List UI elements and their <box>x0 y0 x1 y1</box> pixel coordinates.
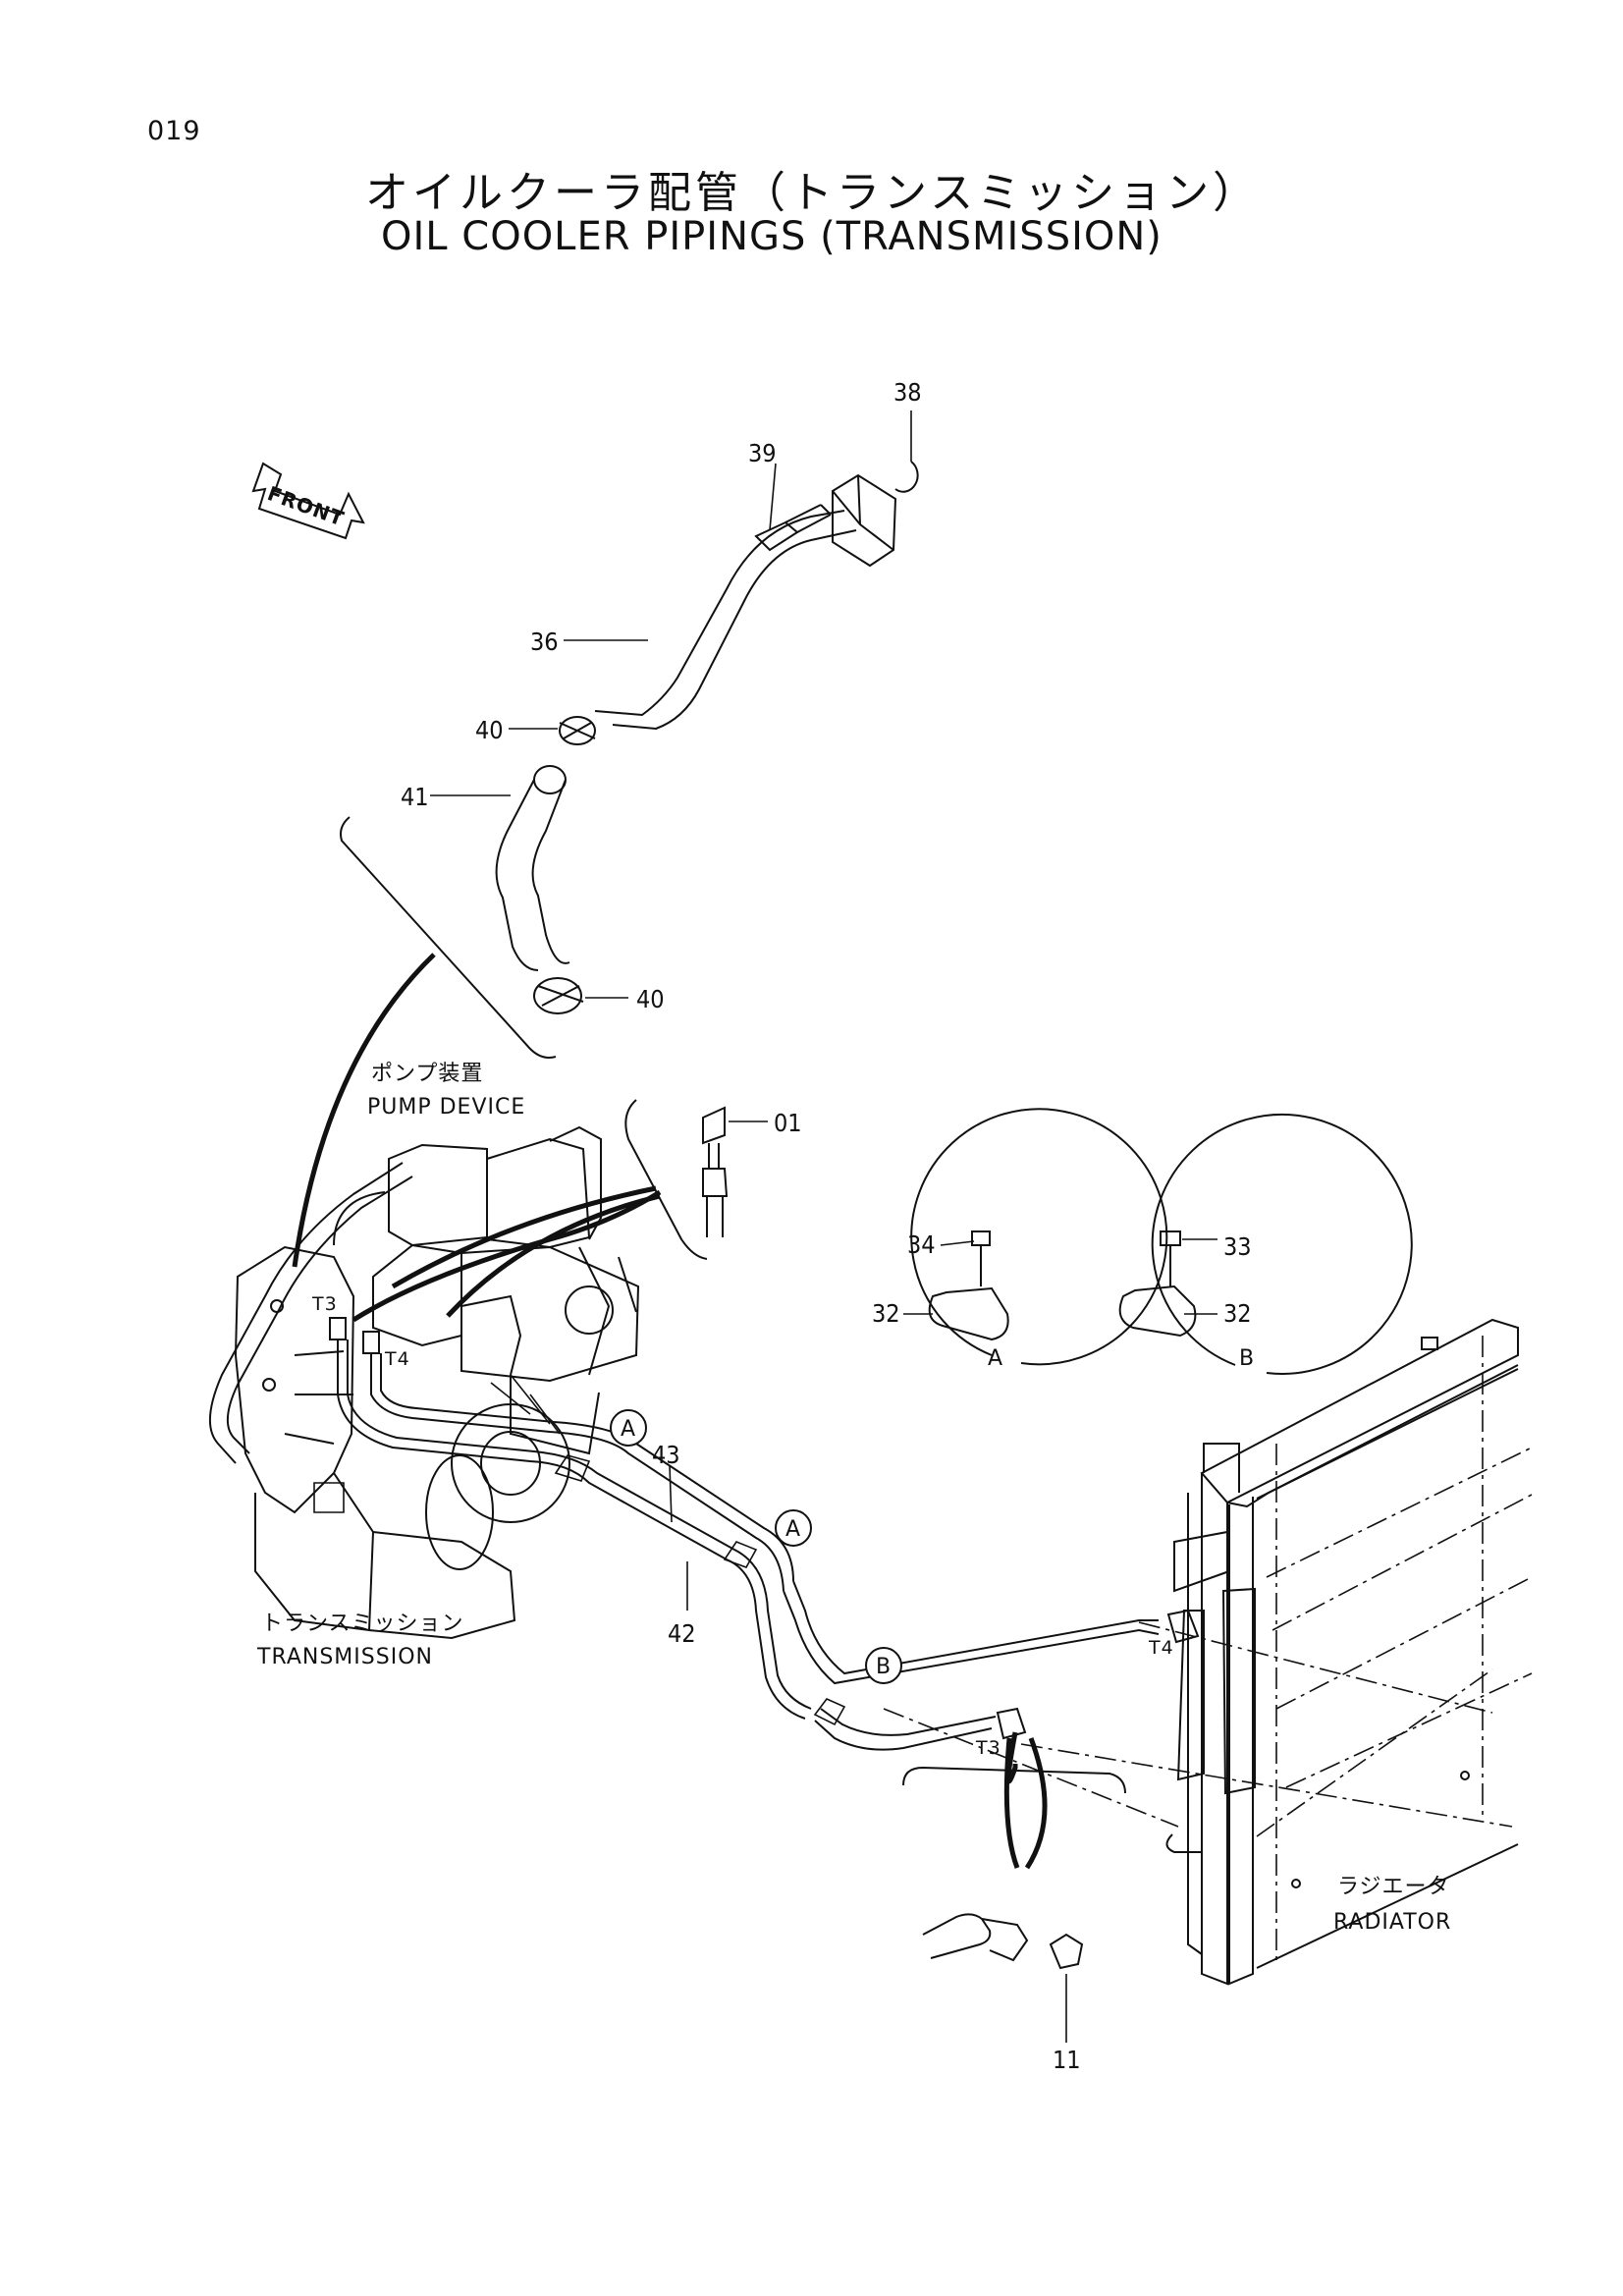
snap-ring-part <box>894 410 919 493</box>
fitting-01-part <box>702 1106 768 1237</box>
svg-text:A: A <box>785 1517 800 1542</box>
part-number-39: 39 <box>748 439 777 467</box>
detail-bracket-fitting <box>391 1099 708 1318</box>
detail-b-label: B <box>1239 1346 1255 1371</box>
part-number-40-lower: 40 <box>636 985 665 1013</box>
transmission-upper-hose <box>352 1189 662 1323</box>
title-english: OIL COOLER PIPINGS (TRANSMISSION) <box>381 214 1163 259</box>
transmission-label-en: TRANSMISSION <box>256 1645 433 1669</box>
part-number-32-detail-b: 32 <box>1223 1299 1252 1328</box>
pump-device-label-en: PUMP DEVICE <box>367 1095 525 1120</box>
radiator-label-en: RADIATOR <box>1333 1910 1451 1935</box>
part-number-01: 01 <box>774 1109 802 1137</box>
callout-b-1: B <box>865 1647 902 1684</box>
part-number-40-upper: 40 <box>475 716 504 744</box>
part-number-34: 34 <box>907 1230 936 1259</box>
hose-42-43-assembly <box>329 1317 1200 1751</box>
hose-41-part <box>430 765 570 971</box>
callout-a-1: A <box>610 1409 647 1447</box>
part-number-42: 42 <box>668 1619 696 1648</box>
hose-clamp-40-upper <box>509 716 596 745</box>
port-label-t4-radiator: T4 <box>1148 1637 1174 1659</box>
radiator-label-ja: ラジエータ <box>1337 1875 1450 1899</box>
hose-clamp-40-lower <box>533 977 628 1014</box>
front-arrow-icon: FRONT <box>251 462 365 540</box>
transmission-hose-loop <box>208 1162 413 1464</box>
port-label-t3-transmission: T3 <box>311 1293 338 1315</box>
pump-device-label-ja: ポンプ装置 <box>371 1062 483 1086</box>
flange-part <box>832 473 897 568</box>
callout-a-2: A <box>775 1509 812 1547</box>
part-number-41: 41 <box>401 783 429 811</box>
part-number-11: 11 <box>1053 2046 1081 2074</box>
port-label-t3-radiator: T3 <box>975 1737 1001 1759</box>
part-number-32-detail-a: 32 <box>872 1299 900 1328</box>
pipe-36-part <box>564 510 857 731</box>
front-label: FRONT <box>264 481 348 530</box>
detail-a-circle <box>903 1108 1168 1366</box>
svg-text:A: A <box>621 1417 635 1442</box>
transmission-assembly <box>234 1245 570 1640</box>
detail-bracket-hose <box>292 816 557 1268</box>
part-number-38: 38 <box>893 378 922 407</box>
detail-a-label: A <box>988 1346 1003 1371</box>
radiator-assembly <box>883 1318 1533 1986</box>
port-label-t4-transmission: T4 <box>384 1348 410 1370</box>
title-japanese: オイルクーラ配管（トランスミッション） <box>365 168 1261 218</box>
page-number: 019 <box>147 116 201 146</box>
detail-b-circle <box>1118 1114 1413 1375</box>
part-number-33: 33 <box>1223 1232 1252 1261</box>
part-number-36: 36 <box>530 628 559 656</box>
transmission-label-ja: トランスミッション <box>261 1612 464 1636</box>
detail-bracket-radiator-fitting <box>902 1731 1126 2043</box>
part-number-43: 43 <box>652 1441 680 1469</box>
svg-text:B: B <box>876 1655 891 1679</box>
